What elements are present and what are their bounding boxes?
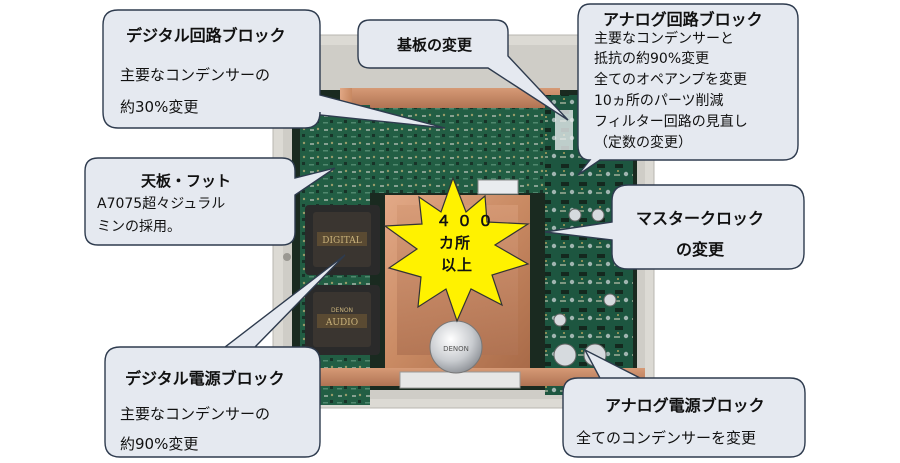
- master-clock-line-1: の変更: [676, 240, 725, 259]
- knob-brand-label: DENON: [443, 345, 469, 353]
- burst-starburst: [383, 176, 530, 323]
- top-plate-title: 天板・フット: [141, 172, 232, 190]
- callout-analog-power-bubble: [562, 348, 806, 458]
- analog-circuit-line-2: 抵抗の約90%変更: [594, 51, 710, 67]
- callout-top-plate-bubble: [84, 157, 336, 246]
- digital-circuit-title: デジタル回路ブロック: [126, 26, 286, 45]
- analog-circuit-title: アナログ回路ブロック: [603, 10, 763, 29]
- brand-label: DENON: [331, 307, 353, 314]
- analog-circuit-line-4: 10ヵ所のパーツ削減: [594, 93, 724, 109]
- callout-analog-circuit-bubble: [577, 3, 799, 176]
- analog-circuit-line-6: （定数の変更）: [594, 135, 692, 151]
- digital-power-line-2: 約90%変更: [120, 435, 199, 453]
- analog-circuit-line-1: 主要なコンデンサーと: [594, 31, 734, 47]
- digital-circuit-line-1: 主要なコンデンサーの: [120, 66, 271, 84]
- analog-power-line-1: 全てのコンデンサーを変更: [576, 429, 757, 447]
- digital-circuit-line-2: 約30%変更: [120, 98, 199, 116]
- callout-board-bubble: [357, 19, 569, 121]
- analog-circuit-line-5: フィルター回路の見直し: [594, 114, 748, 130]
- transformer-top-label: DIGITAL: [322, 236, 362, 246]
- callout-digital-power-bubble: [104, 254, 346, 458]
- master-clock-title: マスタークロック: [636, 209, 765, 228]
- analog-circuit-line-3: 全てのオペアンプを変更: [594, 72, 748, 88]
- callout-master-clock-bubble: [544, 184, 805, 270]
- top-plate-line-1: A7075超々ジュラル: [97, 196, 226, 212]
- top-plate-line-2: ミンの採用。: [97, 219, 181, 235]
- digital-power-line-1: 主要なコンデンサーの: [120, 405, 271, 423]
- transformer-bottom-label: AUDIO: [325, 318, 358, 328]
- analog-power-title: アナログ電源ブロック: [605, 396, 765, 415]
- digital-power-title: デジタル電源ブロック: [125, 369, 285, 388]
- board-title: 基板の変更: [397, 36, 473, 54]
- callout-digital-circuit-bubble: [102, 9, 446, 129]
